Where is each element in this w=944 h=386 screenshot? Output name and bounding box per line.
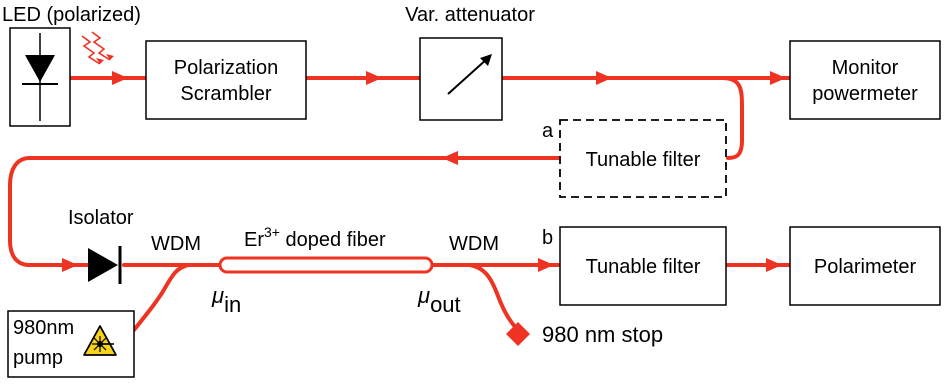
arrow-return-left: [442, 151, 458, 165]
er-fiber-label-sup: 3+: [264, 224, 280, 240]
path-b-label: b: [542, 227, 553, 249]
wdm-in-label: WDM: [151, 233, 201, 255]
fiber-return-left: [8, 156, 562, 267]
fiber-paths: [8, 76, 792, 332]
laser-warning-icon: [83, 325, 117, 356]
path-a-label: a: [542, 120, 554, 142]
beam-stop-icon: [506, 322, 530, 346]
filter-a-box: [559, 119, 727, 198]
attenuator-box: [419, 37, 503, 121]
pump-box: [7, 310, 135, 378]
scrambler-label-line2: Scrambler: [180, 83, 271, 105]
adjustable-arrow-icon: [447, 54, 492, 95]
er-fiber-label: Er3+ doped fiber: [244, 224, 386, 251]
filter-a-label: Tunable filter: [586, 149, 701, 171]
tunable-filter-b: Tunable filter: [559, 226, 727, 306]
mu-in-label: μin: [211, 283, 241, 317]
fiber-loop-to-filter-a: [720, 76, 744, 160]
arrow-top-mid: [596, 71, 612, 85]
led-label: LED (polarized): [2, 4, 141, 26]
er-doped-fiber: [218, 256, 434, 274]
polarimeter-box: [789, 226, 941, 306]
fiber-wdm-to-stop: [468, 263, 520, 332]
arrow-into-filter-b: [538, 258, 554, 272]
arrow-into-monitor: [770, 71, 786, 85]
isolator: [88, 246, 122, 284]
wdm-out-label: WDM: [449, 233, 499, 255]
stop-label: 980 nm stop: [542, 322, 663, 347]
attenuator-label: Var. attenuator: [405, 4, 535, 26]
filter-b-label: Tunable filter: [586, 256, 701, 278]
er-fiber-label-suffix: doped fiber: [280, 229, 386, 251]
scrambler-box: [145, 40, 307, 120]
polarimeter-label: Polarimeter: [814, 256, 917, 278]
pump-label-line2: pump: [13, 347, 63, 369]
mu-in-symbol: μ: [211, 283, 224, 308]
mu-out-subscript: out: [430, 292, 461, 317]
fiber-pump-to-wdm: [132, 263, 190, 332]
pump-laser: 980nm pump: [7, 310, 135, 378]
er-fiber-label-prefix: Er: [244, 229, 264, 251]
light-emission-icon: [81, 31, 114, 65]
arrow-into-attenuator: [366, 71, 382, 85]
monitor-label-line1: Monitor: [832, 57, 899, 79]
mu-out-label: μout: [417, 283, 461, 317]
arrow-into-polarimeter: [766, 258, 782, 272]
monitor-box: [789, 40, 941, 120]
direction-arrows: [62, 71, 786, 272]
mu-out-symbol: μ: [417, 283, 430, 308]
variable-attenuator: [419, 37, 503, 121]
monitor-label-line2: powermeter: [812, 83, 918, 105]
mu-in-subscript: in: [224, 292, 241, 317]
tunable-filter-a: Tunable filter: [559, 119, 727, 198]
isolator-label: Isolator: [68, 207, 134, 229]
pump-label-line1: 980nm: [13, 317, 74, 339]
scrambler-label-line1: Polarization: [174, 57, 279, 79]
arrow-into-isolator: [62, 258, 78, 272]
filter-b-box: [559, 226, 727, 306]
arrow-into-scrambler: [112, 71, 128, 85]
polarimeter: Polarimeter: [789, 226, 941, 306]
monitor-powermeter: Monitor powermeter: [789, 40, 941, 120]
diode-icon: [22, 33, 58, 121]
polarization-scrambler: Polarization Scrambler: [145, 40, 307, 120]
diode-icon: [88, 246, 122, 284]
led-source: [9, 27, 71, 127]
